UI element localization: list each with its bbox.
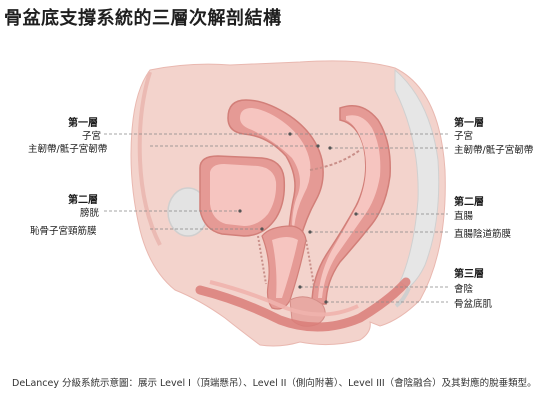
left-uterus-label: 子宮 [82,131,102,142]
right-rectum-label: 直腸 [454,211,474,222]
abdominal-wall [137,71,162,246]
right-level2-label: 第二層 [454,197,484,208]
left-level1-label: 第一層 [68,118,98,129]
left-ligaments-label: 主韌帶/骶子宮韌帶 [28,144,108,155]
right-uterus-label: 子宮 [454,131,474,142]
uterosacral-ligament [309,149,361,171]
pelvic-floor-muscle [195,277,411,332]
left-bladder-label: 膀胱 [80,208,100,219]
right-perineum-label: 會陰 [454,284,474,295]
left-level2-label: 第二層 [68,195,98,206]
right-leader-lines [290,133,448,303]
right-ligaments-label: 主韌帶/骶子宮韌帶 [454,145,534,156]
uterus [227,99,324,241]
figure-caption: DeLancey 分級系統示意圖：展示 Level I（頂端懸吊）、Level … [12,378,537,389]
left-leader-lines [104,133,318,230]
diagram-title: 骨盆底支撐系統的三層次解剖結構 [4,8,282,29]
right-pelvic-floor-label: 骨盆底肌 [454,299,493,310]
right-rvf-label: 直腸陰道筋膜 [454,229,512,240]
right-level3-label: 第三層 [454,269,484,280]
pubocervical-fascia [257,235,267,285]
left-pcf-label: 恥骨子宮頸筋膜 [30,226,97,237]
leader-endpoints [238,132,358,304]
sacrum [394,68,440,289]
right-level1-label: 第一層 [454,118,484,129]
